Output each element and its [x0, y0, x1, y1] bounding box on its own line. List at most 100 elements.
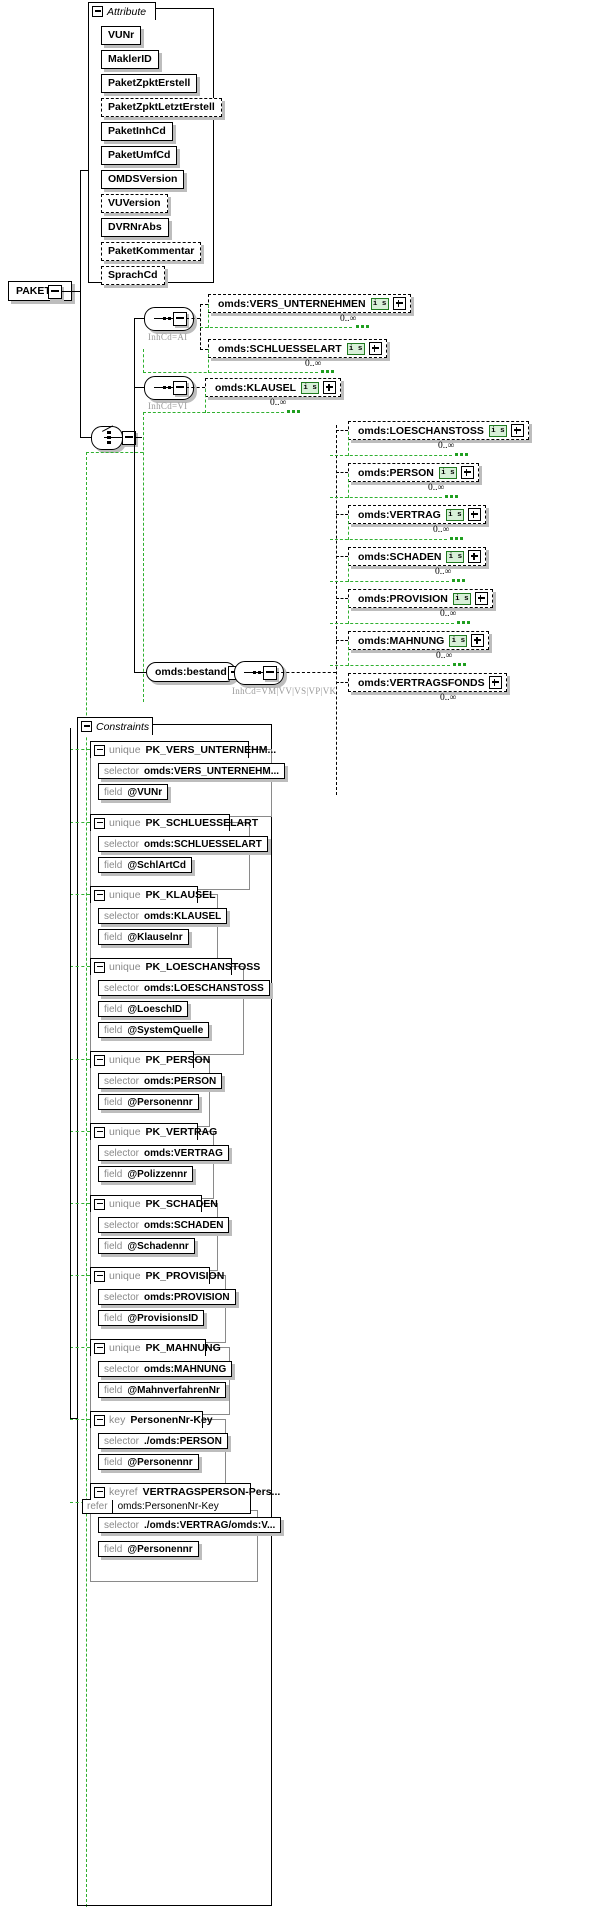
attribute-vunr[interactable]: VUNr [101, 26, 142, 45]
green-connector [330, 665, 450, 666]
constraint-header[interactable]: unique PK_MAHNUNG [90, 1339, 221, 1356]
attribute-label: VUNr [108, 29, 135, 42]
tab-mask [91, 902, 197, 904]
constraint-field[interactable]: field @Personennr [98, 1541, 199, 1557]
attribute-omdsversion[interactable]: OMDSVersion [101, 170, 185, 189]
expand-icon[interactable] [471, 634, 485, 647]
element-schaden[interactable]: omds:SCHADEN i s [348, 547, 487, 566]
element-vers-unternehmen[interactable]: omds:VERS_UNTERNEHMEN i s [208, 294, 411, 313]
constraint-header[interactable]: unique PK_KLAUSEL [90, 886, 216, 903]
constraint-selector[interactable]: selector omds:LOESCHANSTOSS [98, 980, 270, 996]
tab-mask [91, 974, 231, 976]
green-connector [200, 327, 352, 328]
constraint-selector[interactable]: selector omds:SCHADEN [98, 1217, 230, 1233]
collapse-icon[interactable] [94, 1486, 105, 1498]
element-label: omds:SCHADEN [358, 550, 442, 563]
constraint-refer[interactable]: refer omds:PersonenNr-Key [82, 1499, 251, 1514]
constraint-header[interactable]: unique PK_LOESCHANSTOSS [90, 958, 260, 975]
constraint-header[interactable]: unique PK_VERTRAG [90, 1123, 217, 1140]
attribute-sprachcd[interactable]: SprachCd [101, 266, 165, 285]
constraint-header[interactable]: unique PK_SCHLUESSELART [90, 814, 258, 831]
constraint-selector[interactable]: selector omds:VERTRAG [98, 1145, 229, 1161]
collapse-icon[interactable] [94, 817, 105, 829]
constraint-field[interactable]: field @Personennr [98, 1454, 199, 1470]
element-loeschanstoss[interactable]: omds:LOESCHANSTOSS i s [348, 421, 529, 440]
element-schluesselart[interactable]: omds:SCHLUESSELART i s [208, 339, 387, 358]
constraint-field[interactable]: field @ProvisionsID [98, 1310, 205, 1326]
constraint-header[interactable]: unique PK_SCHADEN [90, 1195, 218, 1212]
constraint-field[interactable]: field @Klauselnr [98, 929, 189, 945]
expand-icon[interactable] [468, 550, 482, 563]
constraint-header[interactable]: unique PK_PERSON [90, 1051, 210, 1068]
collapse-icon[interactable] [94, 1342, 105, 1354]
green-connector [70, 822, 90, 823]
expand-icon[interactable] [474, 592, 488, 605]
element-provision[interactable]: omds:PROVISION i s [348, 589, 493, 608]
element-mahnung[interactable]: omds:MAHNUNG i s [348, 631, 490, 650]
constraint-selector[interactable]: selector omds:PERSON [98, 1073, 223, 1089]
constraint-field[interactable]: field @SchlArtCd [98, 857, 193, 873]
attribute-paketzpktletzterstell[interactable]: PaketZpktLetztErstell [101, 98, 222, 117]
collapse-icon[interactable] [94, 1270, 105, 1282]
expand-icon[interactable] [460, 466, 474, 479]
expand-icon[interactable] [323, 381, 337, 394]
constraint-selector[interactable]: selector omds:SCHLUESSELART [98, 836, 268, 852]
attribute-paketumfcd[interactable]: PaketUmfCd [101, 146, 178, 165]
constraint-selector[interactable]: selector ./omds:VERTRAG/omds:V... [98, 1517, 282, 1533]
choice-compositor[interactable] [91, 425, 126, 450]
constraint-block [90, 749, 272, 817]
attribute-paketzpkterstell[interactable]: PaketZpktErstell [101, 74, 198, 93]
sequence-bestand-collapse-control[interactable] [263, 666, 277, 680]
element-bestand[interactable]: omds:bestand [146, 662, 236, 682]
collapse-icon[interactable] [94, 744, 105, 756]
collapse-icon[interactable] [94, 1198, 105, 1210]
choice-collapse-control[interactable] [122, 431, 136, 445]
collapse-icon[interactable] [94, 889, 105, 901]
constraint-selector[interactable]: selector omds:VERS_UNTERNEHM... [98, 763, 286, 779]
attribute-dvrnrabs[interactable]: DVRNrAbs [101, 218, 169, 237]
element-vertragsfonds[interactable]: omds:VERTRAGSFONDS [348, 673, 507, 692]
collapse-icon[interactable] [81, 721, 92, 732]
root-collapse-control[interactable] [48, 285, 62, 299]
green-connector [208, 349, 209, 373]
constraint-field[interactable]: field @VUNr [98, 784, 169, 800]
attribute-paketinhcd[interactable]: PaketInhCd [101, 122, 173, 141]
collapse-icon[interactable] [94, 1126, 105, 1138]
constraint-header[interactable]: key PersonenNr-Key [90, 1411, 213, 1428]
constraint-selector[interactable]: selector omds:MAHNUNG [98, 1361, 233, 1377]
constraints-group-tab[interactable]: Constraints [77, 717, 153, 735]
constraint-field[interactable]: field @SystemQuelle [98, 1022, 210, 1038]
attribute-group-tab[interactable]: Attribute [88, 2, 156, 20]
sequence-ai-collapse-control[interactable] [173, 312, 187, 326]
element-vertrag[interactable]: omds:VERTRAG i s [348, 505, 486, 524]
sequence-vi-collapse-control[interactable] [173, 381, 187, 395]
element-klausel[interactable]: omds:KLAUSEL i s [205, 378, 342, 397]
expand-icon[interactable] [488, 676, 502, 689]
constraint-header[interactable]: unique PK_VERS_UNTERNEHM... [90, 741, 276, 758]
constraint-block [90, 822, 250, 890]
expand-icon[interactable] [510, 424, 524, 437]
constraint-selector[interactable]: selector ./omds:PERSON [98, 1433, 228, 1449]
collapse-icon[interactable] [94, 1054, 105, 1066]
constraint-selector[interactable]: selector omds:PROVISION [98, 1289, 236, 1305]
row-label: field [104, 1543, 123, 1555]
collapse-icon[interactable] [94, 961, 105, 973]
constraint-field[interactable]: field @Schadennr [98, 1238, 195, 1254]
element-person[interactable]: omds:PERSON i s [348, 463, 479, 482]
constraint-field[interactable]: field @LoeschID [98, 1001, 189, 1017]
collapse-icon[interactable] [94, 1414, 105, 1426]
expand-icon[interactable] [392, 297, 406, 310]
attribute-paketkommentar[interactable]: PaketKommentar [101, 242, 202, 261]
collapse-icon[interactable] [92, 6, 103, 17]
constraint-field[interactable]: field @Polizzennr [98, 1166, 194, 1182]
constraint-selector[interactable]: selector omds:KLAUSEL [98, 908, 228, 924]
attribute-maklerid[interactable]: MaklerID [101, 50, 159, 69]
expand-icon[interactable] [467, 508, 481, 521]
constraint-header[interactable]: unique PK_PROVISION [90, 1267, 224, 1284]
constraint-header[interactable]: keyref VERTRAGSPERSON-Pers... [90, 1483, 280, 1500]
expand-icon[interactable] [368, 342, 382, 355]
constraint-block [90, 1059, 210, 1127]
constraint-field[interactable]: field @Personennr [98, 1094, 199, 1110]
constraint-field[interactable]: field @MahnverfahrenNr [98, 1382, 226, 1398]
attribute-vuversion[interactable]: VUVersion [101, 194, 168, 213]
